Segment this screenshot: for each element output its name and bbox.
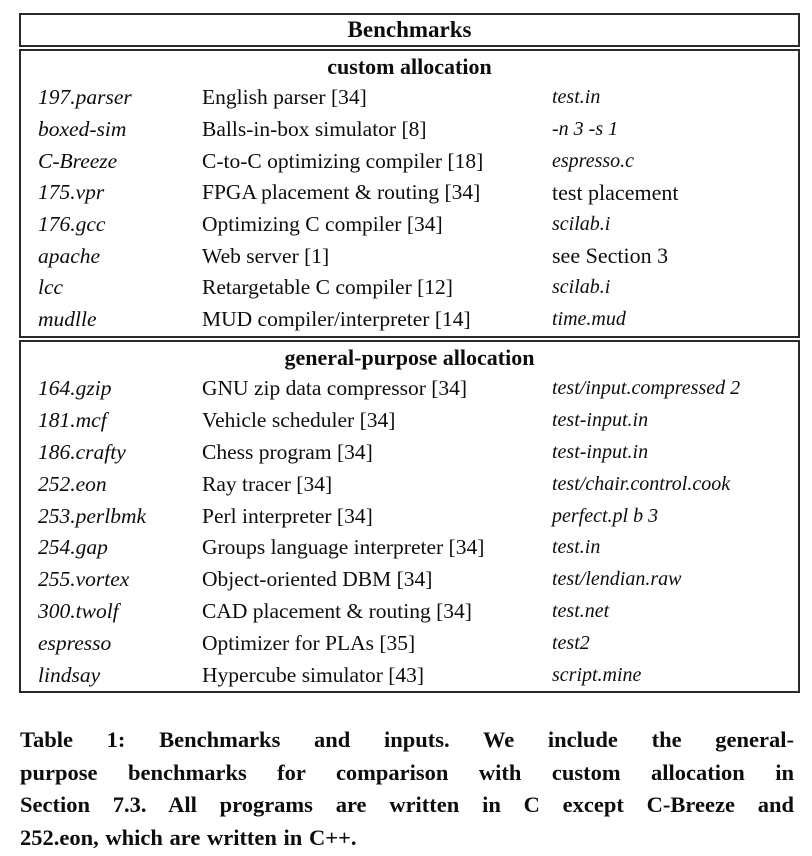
benchmark-description: Optimizer for PLAs [35] — [202, 631, 416, 656]
benchmark-input: test.in — [552, 86, 601, 109]
benchmark-input: test-input.in — [552, 440, 649, 463]
benchmark-name: espresso — [38, 631, 112, 656]
benchmark-description: Ray tracer [34] — [202, 471, 333, 496]
benchmark-name: 175.vpr — [38, 180, 105, 205]
benchmark-name: apache — [38, 243, 101, 268]
benchmark-input: perfect.pl b 3 — [552, 504, 659, 527]
benchmark-input: test2 — [552, 632, 590, 655]
table-row: 255.vortex Object-oriented DBM [34] test… — [21, 564, 798, 596]
benchmark-input: test/lendian.raw — [552, 568, 682, 591]
section-header-general-purpose: general-purpose allocation — [284, 344, 535, 370]
benchmark-input: -n 3 -s 1 — [552, 118, 619, 141]
table-row: 175.vpr FPGA placement & routing [34] te… — [21, 177, 798, 209]
table-row: boxed-sim Balls-in-box simulator [8] -n … — [21, 114, 798, 146]
benchmark-description: Retargetable C compiler [12] — [202, 275, 453, 300]
table-row: 164.gzip GNU zip data compressor [34] te… — [21, 373, 798, 405]
benchmark-description: Hypercube simulator [43] — [202, 662, 425, 687]
section-header-custom: custom allocation — [327, 54, 492, 79]
benchmark-input: test.net — [552, 600, 610, 623]
table-row: lcc Retargetable C compiler [12] scilab.… — [21, 272, 798, 304]
benchmark-input: scilab.i — [552, 276, 611, 299]
benchmark-input: time.mud — [552, 308, 626, 331]
benchmark-description: Groups language interpreter [34] — [202, 535, 485, 560]
table-row: apache Web server [1] see Section 3 — [21, 240, 798, 272]
benchmark-description: Vehicle scheduler [34] — [202, 407, 396, 432]
benchmark-name: lcc — [38, 275, 64, 300]
benchmark-name: 164.gzip — [38, 375, 112, 400]
table-row: 197.parser English parser [34] test.in — [21, 82, 798, 114]
benchmark-input: test/input.compressed 2 — [552, 376, 741, 399]
benchmark-input: script.mine — [552, 663, 642, 686]
table-row: 300.twolf CAD placement & routing [34] t… — [21, 596, 798, 628]
benchmark-description: CAD placement & routing [34] — [202, 599, 472, 624]
section-general-purpose-allocation: general-purpose allocation 164.gzip GNU … — [19, 339, 800, 694]
benchmark-description: English parser [34] — [202, 85, 367, 110]
table-row: 254.gap Groups language interpreter [34]… — [21, 532, 798, 564]
benchmark-description: Chess program [34] — [202, 439, 373, 464]
table-row: espresso Optimizer for PLAs [35] test2 — [21, 628, 798, 660]
benchmark-description: FPGA placement & routing [34] — [202, 180, 481, 205]
benchmark-name: 186.crafty — [38, 439, 126, 464]
benchmarks-table: Benchmarks custom allocation 197.parser … — [19, 13, 800, 694]
benchmark-name: lindsay — [38, 662, 101, 687]
benchmark-description: GNU zip data compressor [34] — [202, 375, 468, 400]
benchmark-name: boxed-sim — [38, 117, 127, 142]
table-row: C-Breeze C-to-C optimizing compiler [18]… — [21, 145, 798, 177]
benchmark-description: MUD compiler/interpreter [14] — [202, 307, 471, 332]
benchmark-input: test-input.in — [552, 408, 649, 431]
benchmark-input: scilab.i — [552, 213, 611, 236]
table-row: 186.crafty Chess program [34] test-input… — [21, 436, 798, 468]
section-custom-allocation: custom allocation 197.parser English par… — [19, 49, 800, 338]
table-row: mudlle MUD compiler/interpreter [14] tim… — [21, 304, 798, 336]
table-row: 252.eon Ray tracer [34] test/chair.contr… — [21, 468, 798, 500]
benchmark-name: mudlle — [38, 307, 97, 332]
benchmark-name: 253.perlbmk — [38, 503, 147, 528]
benchmark-description: Optimizing C compiler [34] — [202, 212, 443, 237]
benchmark-name: 252.eon — [38, 471, 107, 496]
table-row: 176.gcc Optimizing C compiler [34] scila… — [21, 209, 798, 241]
benchmark-description: Object-oriented DBM [34] — [202, 567, 433, 592]
benchmark-name: 197.parser — [38, 85, 132, 110]
caption-line: Section 7.3. All programs are written in… — [20, 792, 794, 818]
caption-line: Table 1: Benchmarks and inputs. We inclu… — [20, 727, 794, 753]
table-row: 181.mcf Vehicle scheduler [34] test-inpu… — [21, 404, 798, 436]
benchmark-name: 176.gcc — [38, 212, 106, 237]
caption-line: 252.eon, which are written in C++. — [20, 824, 357, 850]
benchmark-description: Perl interpreter [34] — [202, 503, 373, 528]
benchmark-name: 300.twolf — [38, 599, 119, 624]
benchmark-name: 255.vortex — [38, 567, 130, 592]
table-row: lindsay Hypercube simulator [43] script.… — [21, 660, 798, 692]
benchmark-description: Web server [1] — [202, 243, 330, 268]
benchmark-description: Balls-in-box simulator [8] — [202, 117, 427, 142]
table-title: Benchmarks — [19, 13, 800, 47]
benchmark-input: test/chair.control.cook — [552, 472, 731, 495]
table-row: 253.perlbmk Perl interpreter [34] perfec… — [21, 500, 798, 532]
benchmark-description: C-to-C optimizing compiler [18] — [202, 148, 484, 173]
benchmark-name: 254.gap — [38, 535, 108, 560]
caption-line: purpose benchmarks for comparison with c… — [20, 759, 794, 785]
benchmark-input: espresso.c — [552, 149, 635, 172]
benchmark-input: test.in — [552, 536, 601, 559]
benchmark-name: 181.mcf — [38, 407, 107, 432]
table-caption: Table 1: Benchmarks and inputs. We inclu… — [20, 724, 794, 854]
benchmark-input: test placement — [552, 179, 679, 205]
benchmark-input: see Section 3 — [552, 243, 669, 269]
benchmark-name: C-Breeze — [38, 148, 118, 173]
